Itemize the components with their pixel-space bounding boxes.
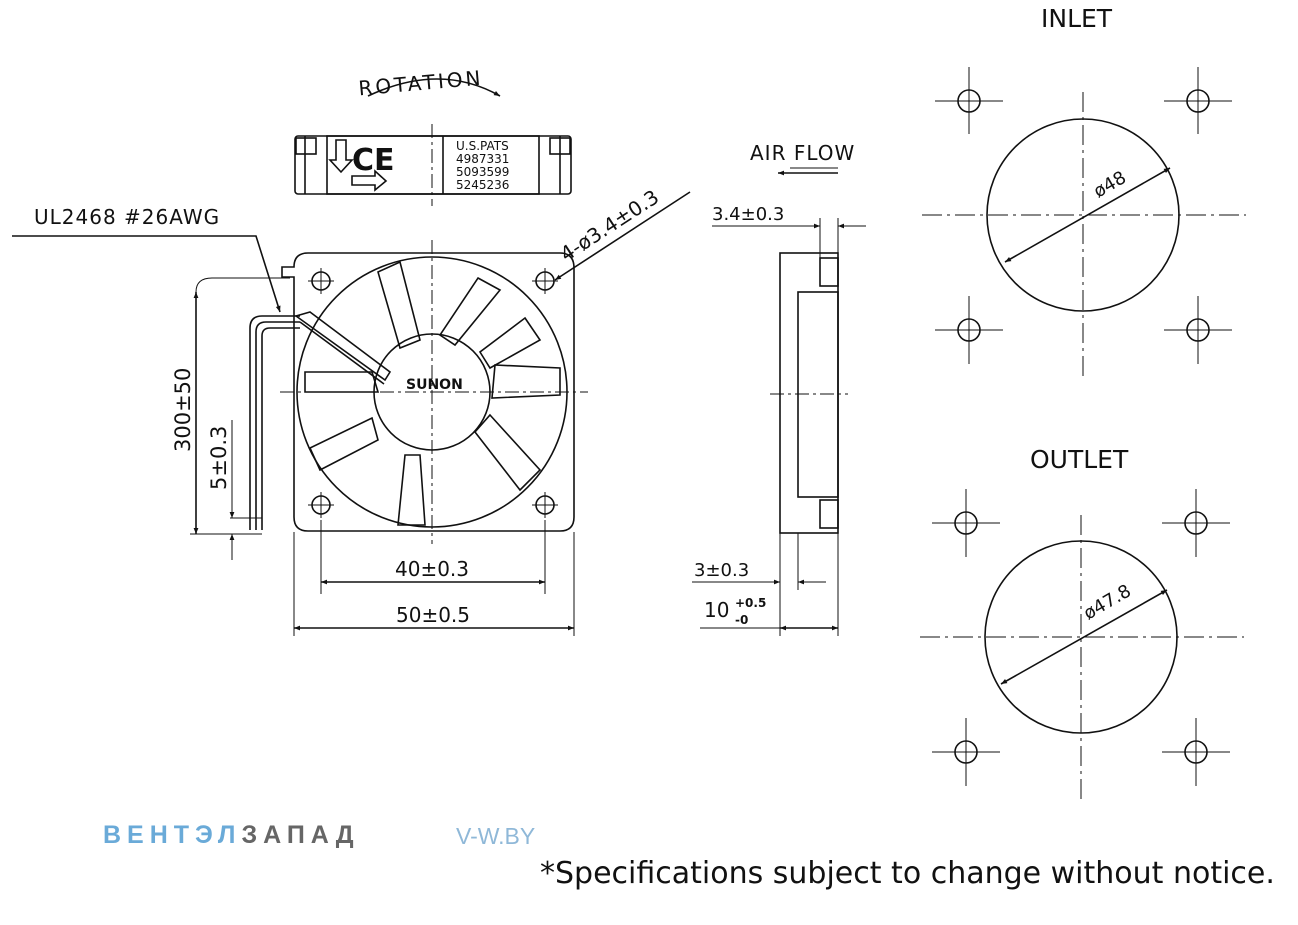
wire-spec-label: UL2468 #26AWG [34, 205, 220, 229]
outlet-hole-pattern [920, 489, 1244, 800]
arrow-right-icon [351, 169, 388, 192]
hub-brand-label: SUNON [406, 377, 463, 393]
outlet-label: OUTLET [1030, 445, 1129, 474]
wire-strip-dim: 5±0.3 [207, 426, 231, 490]
wire-length-dim: 300±50 [171, 368, 195, 452]
patent-number: 5245236 [456, 178, 509, 192]
lead-wires [249, 315, 300, 530]
hole-pitch-dim: 40±0.3 [395, 557, 469, 581]
air-flow-label: AIR FLOW [750, 141, 855, 165]
inlet-diameter-dim: ø48 [1090, 167, 1130, 202]
patents-title: U.S.PATS [456, 139, 509, 153]
watermark-logo: ВЕНТЭЛЗАПАД [103, 821, 360, 850]
rotation-label: ROTATION [357, 66, 484, 101]
inlet-hole-pattern [922, 67, 1246, 378]
thickness-tol-plus: +0.5 [735, 596, 766, 610]
specifications-note: *Specifications subject to change withou… [540, 856, 1275, 891]
svg-text:CE: CE [352, 143, 395, 178]
inlet-label: INLET [1041, 4, 1113, 33]
fan-top-view [294, 124, 572, 206]
fan-front-view [280, 240, 588, 544]
hole-spec-label: 4-ø3.4±0.3 [556, 185, 663, 266]
patent-number: 5093599 [456, 165, 509, 179]
patent-number: 4987331 [456, 152, 509, 166]
ce-mark-icon: CE [352, 143, 395, 178]
outlet-diameter-dim: ø47.8 [1080, 581, 1135, 625]
depth-flange-dim: 3±0.3 [694, 560, 749, 581]
watermark-brand-part2: ЗАПАД [241, 821, 360, 849]
watermark-site: V-W.BY [456, 823, 536, 849]
arrow-down-icon [328, 139, 354, 174]
fan-side-view [770, 252, 848, 534]
thickness-dim: 10 [704, 598, 729, 622]
rotation-arrow [367, 78, 501, 97]
watermark-brand-part1: ВЕНТЭЛ [103, 821, 242, 849]
frame-width-dim: 50±0.5 [396, 603, 470, 627]
thickness-tol-minus: -0 [735, 613, 748, 627]
depth-top-dim: 3.4±0.3 [712, 204, 784, 225]
